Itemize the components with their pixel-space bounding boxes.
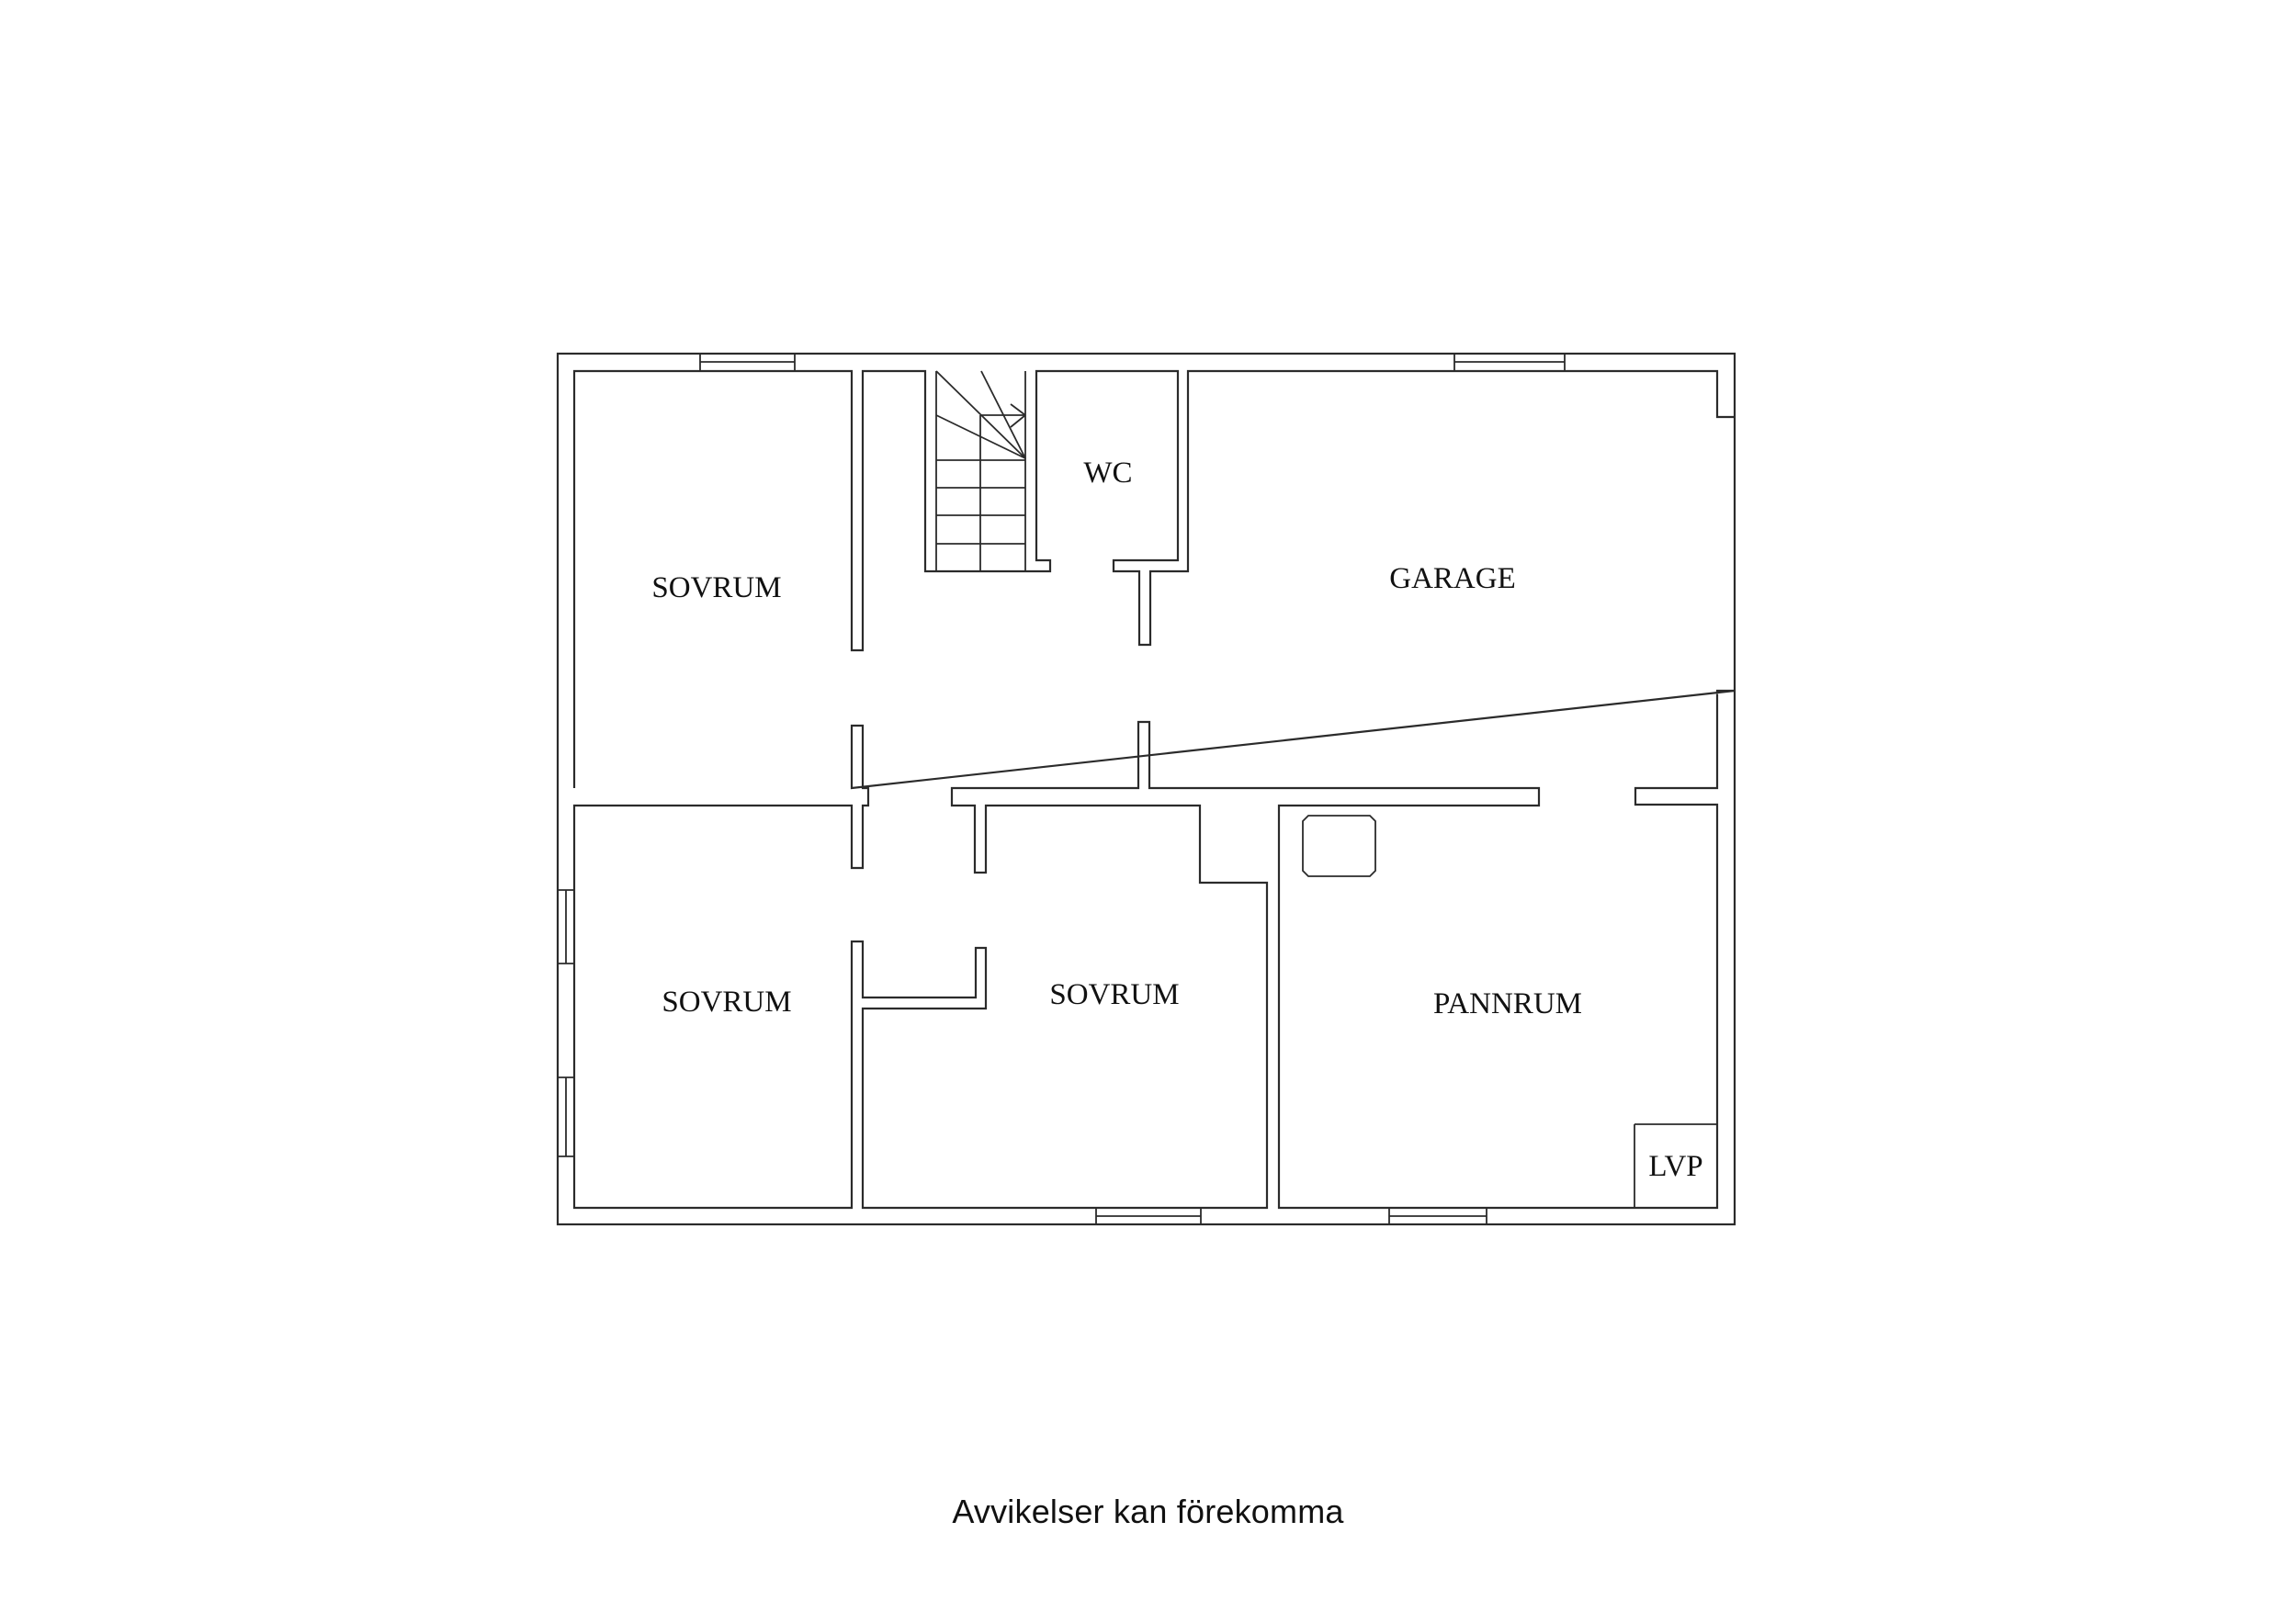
stair-arrow-icon xyxy=(1010,403,1026,428)
windows xyxy=(558,354,1566,1224)
window-left-upper xyxy=(558,889,574,964)
window-bottom-center xyxy=(1095,1208,1202,1224)
boiler-symbol xyxy=(1302,815,1376,877)
room-label-sovrum-2: SOVRUM xyxy=(662,986,791,1019)
room-labels: SOVRUM WC GARAGE SOVRUM SOVRUM PANNRUM L… xyxy=(651,456,1702,1183)
window-top-left xyxy=(699,354,796,371)
room-label-sovrum-3: SOVRUM xyxy=(1049,978,1179,1011)
disclaimer-text: Avvikelser kan förekomma xyxy=(952,1493,1344,1530)
room-label-garage: GARAGE xyxy=(1389,562,1516,595)
room-label-sovrum-1: SOVRUM xyxy=(651,571,781,604)
room-label-lvp: LVP xyxy=(1648,1150,1702,1183)
window-left-lower xyxy=(558,1076,574,1157)
lvp-closet xyxy=(1634,1123,1717,1208)
room-label-wc: WC xyxy=(1083,456,1132,490)
room-label-pannrum: PANNRUM xyxy=(1433,987,1582,1020)
interior-walls xyxy=(572,369,1736,1210)
staircase xyxy=(935,370,1026,571)
window-bottom-right xyxy=(1388,1208,1487,1224)
outer-walls xyxy=(556,352,1736,1226)
window-top-right xyxy=(1453,354,1566,371)
